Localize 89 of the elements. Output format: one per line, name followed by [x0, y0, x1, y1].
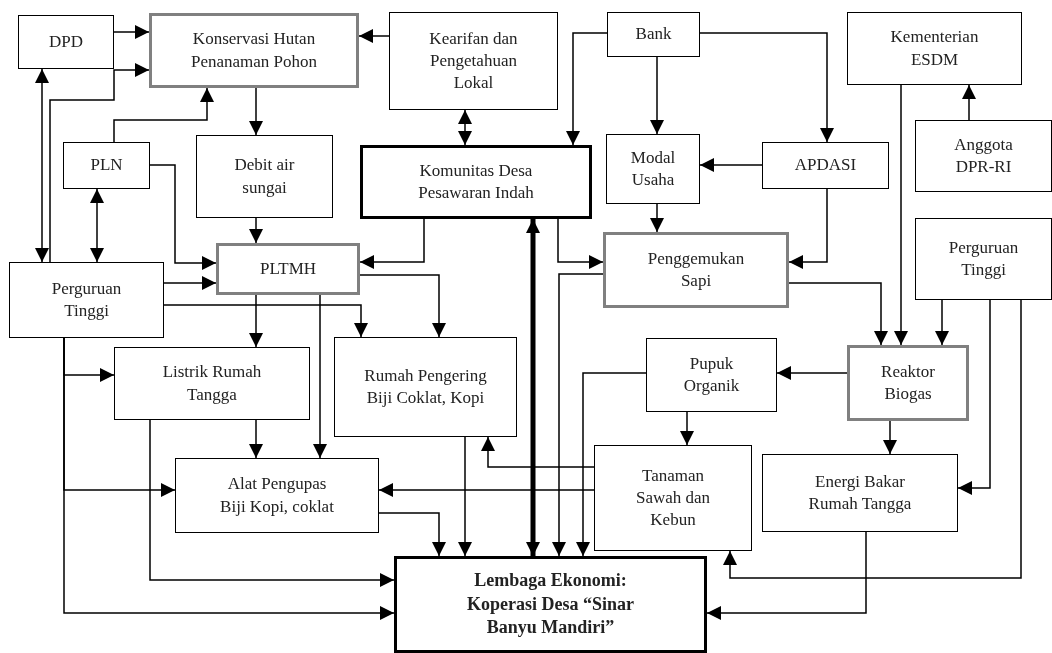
- node-label: Konservasi Hutan Penanaman Pohon: [189, 28, 319, 73]
- arrow: [359, 218, 425, 269]
- arrow: [962, 84, 976, 121]
- arrow: [113, 87, 214, 143]
- main-process-box: [394, 556, 707, 653]
- node-label: Penggemukan Sapi: [646, 247, 746, 292]
- node-label: Lembaga Ekonomi: Koperasi Desa “Sinar Banyu Mandiri”: [466, 569, 635, 640]
- process-box: [762, 454, 958, 532]
- arrow: [249, 294, 263, 348]
- process-box: [175, 458, 379, 533]
- arrow: [699, 158, 763, 172]
- process-box: [18, 15, 114, 69]
- highlighted-process-box: [149, 13, 359, 88]
- arrow: [957, 299, 991, 495]
- arrow: [680, 411, 694, 446]
- node-label: Kearifan dan Pengetahuan Lokal: [428, 27, 519, 95]
- arrow: [35, 68, 49, 263]
- arrow: [90, 188, 104, 263]
- arrow: [481, 436, 595, 468]
- highlighted-process-box: [847, 345, 969, 421]
- node-label: Listrik Rumah Tangga: [161, 361, 263, 406]
- process-box: [606, 134, 700, 204]
- node-label: DPD: [49, 30, 83, 53]
- process-box: [196, 135, 333, 218]
- node-label: Modal Usaha: [629, 146, 677, 191]
- arrow: [163, 276, 217, 290]
- process-box: [9, 262, 164, 338]
- arrow: [63, 337, 395, 620]
- arrow: [113, 25, 150, 39]
- process-box: [915, 120, 1052, 192]
- arrow: [566, 32, 608, 146]
- node-label: Reaktor Biogas: [880, 360, 936, 405]
- arrow: [378, 483, 595, 497]
- arrow: [557, 218, 604, 269]
- arrow: [788, 282, 888, 346]
- node-label: PLN: [90, 154, 123, 177]
- highlighted-process-box: [216, 243, 360, 295]
- arrow: [650, 203, 664, 233]
- node-label: Perguruan Tinggi: [947, 236, 1020, 281]
- arrow: [249, 217, 263, 244]
- process-box: [389, 12, 558, 110]
- arrow: [776, 366, 848, 380]
- node-label: APDASI: [794, 154, 857, 177]
- process-box: [63, 142, 150, 189]
- arrow: [149, 164, 217, 270]
- arrow: [249, 87, 263, 136]
- arrow: [359, 274, 446, 338]
- node-label: Perguruan Tinggi: [50, 277, 123, 322]
- node-label: Pupuk Organik: [682, 352, 741, 397]
- node-label: Rumah Pengering Biji Coklat, Kopi: [363, 364, 488, 409]
- arrow: [358, 29, 390, 43]
- arrow: [249, 419, 263, 459]
- arrow: [552, 273, 604, 557]
- arrow: [149, 419, 395, 587]
- process-box: [594, 445, 752, 551]
- main-process-box: [360, 145, 592, 219]
- node-label: Kementerian ESDM: [889, 26, 980, 71]
- process-box: [334, 337, 517, 437]
- arrow: [723, 299, 1022, 579]
- process-box: [762, 142, 889, 189]
- node-label: Alat Pengupas Biji Kopi, coklat: [219, 473, 335, 518]
- arrow: [699, 32, 834, 143]
- node-label: PLTMH: [259, 257, 317, 280]
- arrow: [49, 63, 150, 263]
- arrow: [313, 294, 327, 459]
- arrow: [378, 512, 446, 557]
- arrow: [935, 299, 949, 346]
- arrow: [576, 372, 647, 557]
- arrow: [706, 531, 867, 620]
- node-label: Tanaman Sawah dan Kebun: [634, 464, 712, 532]
- process-box: [847, 12, 1022, 85]
- arrow: [883, 420, 897, 455]
- arrow: [894, 84, 908, 346]
- arrow: [163, 304, 368, 338]
- node-label: Energi Bakar Rumah Tangga: [807, 470, 913, 515]
- arrow: [458, 436, 472, 557]
- node-label: Bank: [635, 23, 672, 46]
- node-label: Debit air sungai: [233, 154, 296, 199]
- process-box: [114, 347, 310, 420]
- thick-arrow: [526, 219, 540, 556]
- process-box: [607, 12, 700, 57]
- arrow: [458, 109, 472, 146]
- arrow: [650, 56, 664, 135]
- arrow: [788, 188, 828, 269]
- highlighted-process-box: [603, 232, 789, 308]
- node-label: Anggota DPR-RI: [953, 133, 1014, 178]
- process-box: [646, 338, 777, 412]
- process-box: [915, 218, 1052, 300]
- node-label: Komunitas Desa Pesawaran Indah: [417, 159, 535, 204]
